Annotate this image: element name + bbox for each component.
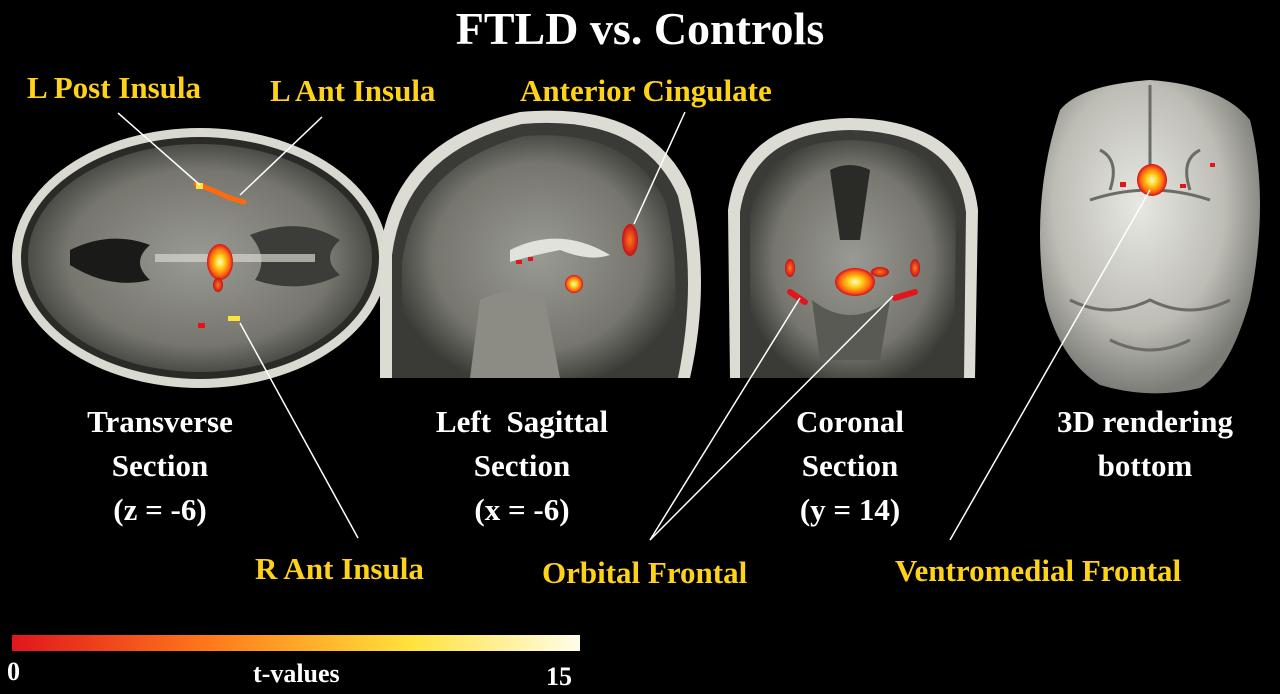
activation-blob	[1137, 164, 1167, 196]
caption-transverse-section: Transverse Section (z = -6)	[87, 404, 233, 527]
caption-3d-rendering: 3D rendering bottom	[1057, 404, 1233, 483]
caption-coronal-section: Coronal Section (y = 14)	[796, 404, 904, 527]
activation-blob	[207, 244, 233, 280]
t-value-colorbar	[12, 635, 580, 651]
label-ventromedial-frontal: Ventromedial Frontal	[895, 553, 1182, 588]
activation-blob	[622, 224, 638, 256]
colorbar-min-label: 0	[7, 657, 20, 686]
label-r-ant-insula: R Ant Insula	[255, 551, 424, 586]
caption-left-sagittal-section: Left Sagittal Section (x = -6)	[435, 404, 609, 527]
transverse-brain-slice	[12, 128, 388, 388]
3d-brain-rendering	[1040, 80, 1260, 394]
label-anterior-cingulate: Anterior Cingulate	[520, 73, 772, 108]
label-l-post-insula: L Post Insula	[27, 70, 202, 105]
label-orbital-frontal: Orbital Frontal	[542, 555, 748, 590]
label-l-ant-insula: L Ant Insula	[270, 73, 436, 108]
coronal-brain-slice	[728, 118, 978, 378]
figure-title: FTLD vs. Controls	[455, 3, 825, 54]
colorbar-max-label: 15	[546, 662, 572, 691]
colorbar-title: t-values	[253, 659, 340, 688]
sagittal-brain-slice	[380, 110, 701, 379]
leader-lines	[117, 111, 1151, 541]
activation-blob	[835, 268, 875, 296]
